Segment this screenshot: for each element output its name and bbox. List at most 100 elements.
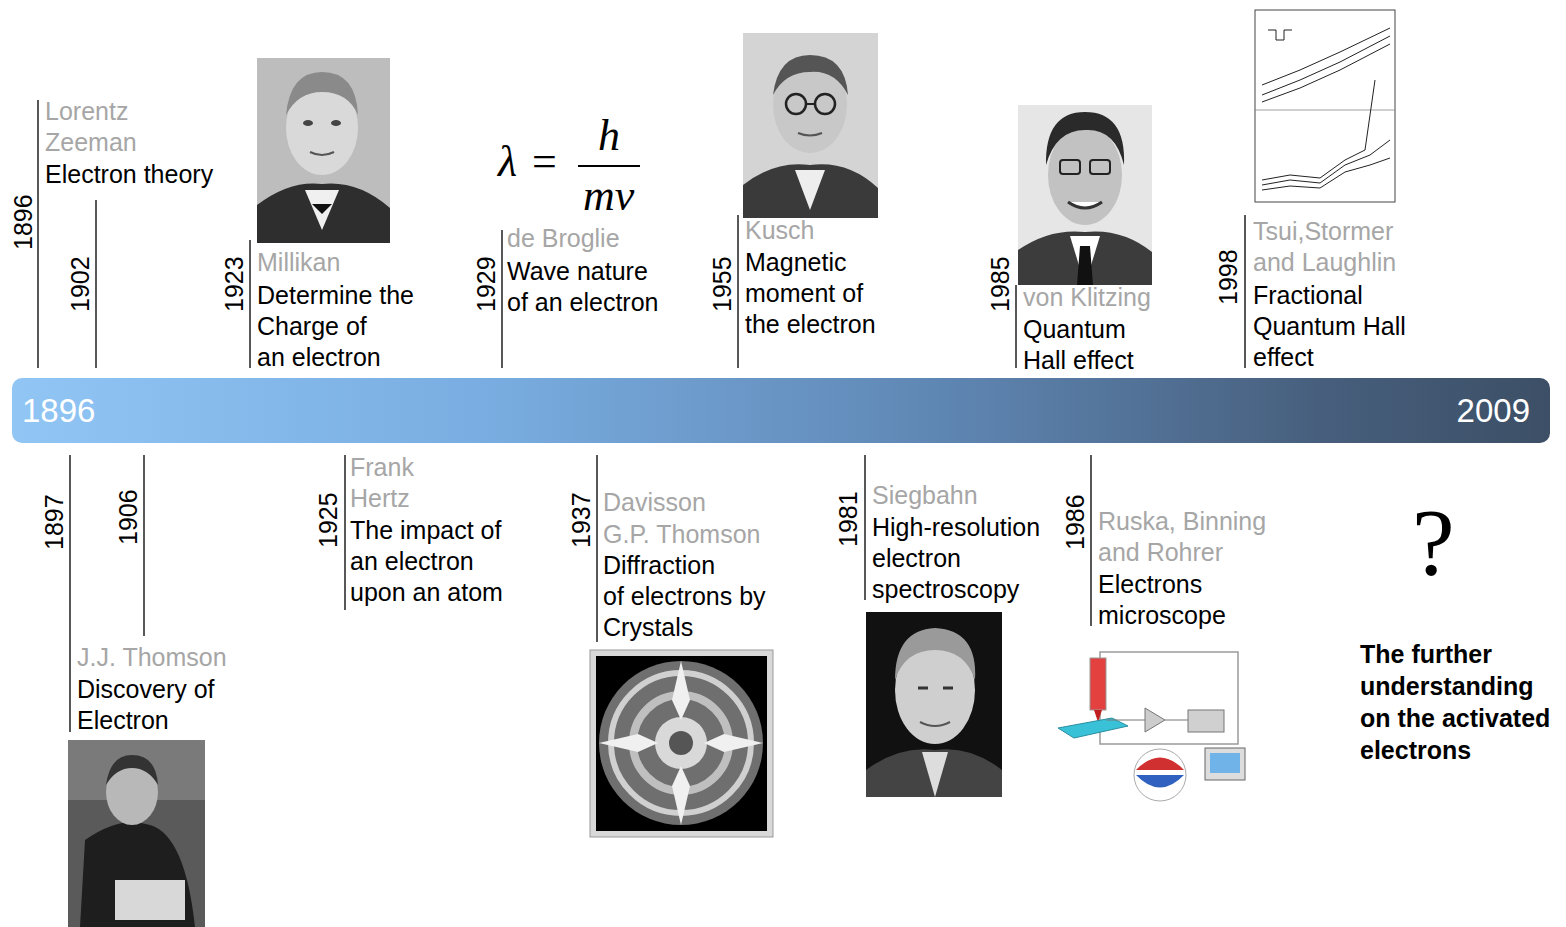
stm-schematic bbox=[1136, 758, 1184, 771]
portrait-von-klitzing bbox=[1018, 231, 1152, 285]
diffraction-pattern bbox=[596, 656, 767, 831]
portrait-von-klitzing bbox=[1018, 105, 1152, 285]
discovery-description: Wave nature of an electron bbox=[507, 256, 659, 318]
year-label: 1925 bbox=[316, 492, 341, 548]
portrait-jj-thomson bbox=[106, 755, 158, 785]
scientist-name: J.J. Thomson bbox=[77, 642, 227, 673]
portrait-millikan bbox=[312, 204, 332, 214]
discovery-description: Discovery of Electron bbox=[77, 674, 215, 736]
portrait-millikan bbox=[331, 120, 341, 126]
formula-symbol: = bbox=[532, 140, 557, 184]
portrait-jj-thomson bbox=[115, 880, 185, 920]
portrait-jj-thomson bbox=[68, 740, 205, 927]
text-line: Quantum bbox=[1023, 314, 1134, 345]
scientist-name: Zeeman bbox=[45, 127, 137, 158]
stm-schematic bbox=[1058, 718, 1128, 738]
portrait-kusch bbox=[795, 170, 825, 210]
text-line: Fractional bbox=[1253, 280, 1406, 311]
discovery-description: Electron theory bbox=[45, 159, 213, 190]
scientist-name: von Klitzing bbox=[1023, 282, 1151, 313]
text-line: of electrons by bbox=[603, 581, 766, 612]
portrait-millikan bbox=[305, 190, 339, 230]
portrait-von-klitzing bbox=[1018, 105, 1152, 285]
year-label: 1985 bbox=[988, 256, 1013, 312]
fqhe-plot bbox=[1262, 36, 1390, 95]
portrait-kusch bbox=[815, 94, 835, 114]
scientist-name: Ruska, Binning and Rohrer bbox=[1098, 506, 1266, 568]
stm-schematic bbox=[1145, 708, 1165, 732]
portrait-jj-thomson bbox=[68, 740, 205, 927]
text-line: electrons bbox=[1360, 734, 1550, 766]
text-line: Crystals bbox=[603, 612, 766, 643]
diffraction-pattern bbox=[599, 661, 763, 825]
text-line: Magnetic bbox=[745, 247, 876, 278]
year-label: 1906 bbox=[116, 489, 141, 545]
text-line: The further bbox=[1360, 638, 1550, 670]
discovery-description: Fractional Quantum Hall effect bbox=[1253, 280, 1406, 373]
portrait-millikan bbox=[257, 58, 390, 243]
portrait-millikan bbox=[310, 152, 334, 155]
formula-symbol: mv bbox=[583, 174, 634, 218]
portrait-siegbahn bbox=[866, 612, 1002, 797]
diffraction-pattern bbox=[599, 661, 763, 825]
text-line: microscope bbox=[1098, 600, 1226, 631]
scientist-name: Kusch bbox=[745, 215, 814, 246]
scientist-name: Davisson bbox=[603, 487, 706, 518]
text-line: Electrons bbox=[1098, 569, 1226, 600]
portrait-von-klitzing bbox=[1077, 246, 1093, 285]
portrait-millikan bbox=[257, 58, 390, 243]
scientist-name: de Broglie bbox=[507, 223, 620, 254]
scientist-name: Siegbahn bbox=[872, 480, 978, 511]
portrait-siegbahn bbox=[866, 749, 1002, 797]
stm-schematic bbox=[1136, 775, 1184, 788]
stm-schematic bbox=[1090, 658, 1106, 710]
stm-schematic bbox=[1100, 652, 1238, 744]
scientist-name: Hertz bbox=[350, 483, 410, 514]
stm-schematic bbox=[1188, 710, 1224, 732]
text-line: effect bbox=[1253, 342, 1406, 373]
portrait-siegbahn bbox=[922, 752, 948, 797]
portrait-von-klitzing bbox=[1090, 160, 1110, 174]
discovery-description: Magnetic moment of the electron bbox=[745, 247, 876, 340]
year-label: 1937 bbox=[569, 492, 594, 548]
timeline-end-year: 1896 bbox=[22, 391, 95, 431]
portrait-kusch bbox=[786, 94, 806, 114]
fqhe-plot bbox=[1255, 10, 1395, 202]
scientist-name: Millikan bbox=[257, 247, 340, 278]
text-line: Wave nature bbox=[507, 256, 659, 287]
stm-schematic bbox=[1106, 720, 1188, 721]
fqhe-plot bbox=[1262, 158, 1390, 190]
portrait-kusch bbox=[798, 133, 822, 136]
year-label: 1923 bbox=[222, 256, 247, 312]
portrait-millikan bbox=[303, 120, 313, 126]
text-line: Charge of bbox=[257, 311, 414, 342]
timeline-bar: 18962009 bbox=[12, 378, 1550, 443]
discovery-description: The impact of an electron upon an atom bbox=[350, 515, 503, 608]
year-label: 1902 bbox=[68, 256, 93, 312]
text-line: the electron bbox=[745, 309, 876, 340]
scientist-name: G.P. Thomson bbox=[603, 519, 761, 550]
text-line: Quantum Hall bbox=[1253, 311, 1406, 342]
text-line: The impact of bbox=[350, 515, 503, 546]
diffraction-pattern bbox=[669, 731, 693, 755]
fraction-bar bbox=[578, 165, 640, 167]
portrait-siegbahn bbox=[920, 722, 950, 726]
fqhe-plot bbox=[1255, 10, 1395, 202]
year-label: 1955 bbox=[710, 256, 735, 312]
discovery-description: Determine the Charge of an electron bbox=[257, 280, 414, 373]
portrait-kusch bbox=[806, 103, 815, 105]
fqhe-plot bbox=[1255, 110, 1395, 111]
formula-symbol: h bbox=[598, 114, 620, 158]
text-line: Diffraction bbox=[603, 550, 766, 581]
stm-schematic bbox=[1205, 748, 1245, 780]
future-note: The further understanding on the activat… bbox=[1360, 638, 1550, 766]
text-line: and Laughlin bbox=[1253, 247, 1396, 278]
text-line: on the activated bbox=[1360, 702, 1550, 734]
portrait-jj-thomson bbox=[80, 822, 195, 927]
discovery-description: Diffraction of electrons by Crystals bbox=[603, 550, 766, 643]
year-label: 1986 bbox=[1063, 494, 1088, 550]
year-label: 1896 bbox=[11, 194, 36, 250]
portrait-millikan bbox=[257, 183, 390, 243]
formula-symbol: λ bbox=[498, 140, 517, 184]
